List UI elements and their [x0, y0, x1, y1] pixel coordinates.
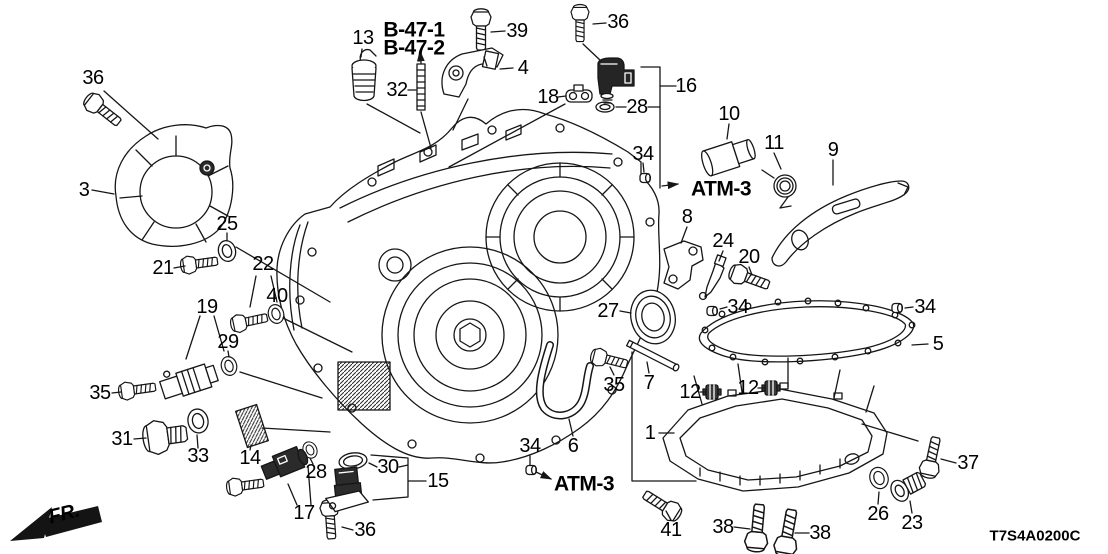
strainer-art	[235, 403, 269, 449]
part-callout-13[interactable]: 13	[352, 27, 374, 49]
diagram-code: T7S4A0200C	[989, 527, 1081, 545]
part-callout-3[interactable]: 3	[78, 179, 90, 201]
part-callout-17[interactable]: 17	[293, 502, 315, 524]
fr-direction-arrow	[10, 506, 102, 541]
detent-arm-art	[698, 254, 727, 301]
breather-cap-art	[351, 48, 377, 102]
part-callout-37[interactable]: 37	[957, 452, 979, 474]
part-callout-34[interactable]: 34	[727, 296, 749, 318]
ref-b47-1[interactable]: B-47-1	[383, 18, 445, 42]
ref-atm-3[interactable]: ATM-3	[690, 177, 752, 201]
part-callout-21[interactable]: 21	[152, 257, 174, 279]
part-callout-1[interactable]: 1	[644, 422, 656, 444]
part-callout-35[interactable]: 35	[89, 382, 111, 404]
part-callout-19[interactable]: 19	[196, 296, 218, 318]
leader-lines	[91, 22, 957, 534]
gasket-art	[698, 297, 916, 366]
pipe-hook-art	[535, 341, 594, 420]
end-cover-art	[114, 124, 234, 247]
bracket-art	[441, 47, 504, 98]
part-callout-14[interactable]: 14	[239, 447, 261, 469]
part-callout-15[interactable]: 15	[427, 470, 449, 492]
part-callout-36[interactable]: 36	[82, 67, 104, 89]
part-callout-6[interactable]: 6	[567, 435, 579, 457]
part-callout-5[interactable]: 5	[932, 333, 944, 355]
oil-seal-art	[630, 289, 676, 345]
part-callout-25[interactable]: 25	[216, 213, 238, 235]
part-callout-11[interactable]: 11	[764, 132, 784, 154]
part-callout-20[interactable]: 20	[738, 246, 760, 268]
part-callout-7[interactable]: 7	[643, 372, 655, 394]
part-callout-36[interactable]: 36	[607, 11, 629, 33]
part-callout-24[interactable]: 24	[712, 230, 734, 252]
part-callout-38[interactable]: 38	[809, 522, 831, 544]
part-callout-32[interactable]: 32	[386, 79, 408, 101]
part-callout-4[interactable]: 4	[517, 57, 529, 79]
detent-bracket-art	[663, 240, 704, 290]
part-callout-34[interactable]: 34	[519, 435, 541, 457]
part-callout-16[interactable]: 16	[675, 75, 697, 97]
spring-art	[761, 169, 797, 209]
part-callout-26[interactable]: 26	[867, 503, 889, 525]
part-callout-34[interactable]: 34	[632, 143, 654, 165]
part-callout-41[interactable]: 41	[660, 519, 682, 541]
solenoid-art	[325, 466, 370, 513]
part-callout-10[interactable]: 10	[718, 103, 740, 125]
part-callout-18[interactable]: 18	[537, 86, 559, 108]
part-callout-9[interactable]: 9	[827, 139, 839, 161]
part-callout-34[interactable]: 34	[914, 296, 936, 318]
stud-bolt-art	[416, 63, 426, 111]
part-callout-30[interactable]: 30	[377, 456, 399, 478]
part-callout-22[interactable]: 22	[252, 253, 274, 275]
ref-atm-3[interactable]: ATM-3	[553, 472, 615, 496]
position-sensor-art	[159, 363, 219, 400]
joint-pipe-art	[700, 138, 756, 177]
part-callout-12[interactable]: 12	[679, 381, 701, 403]
part-callout-28[interactable]: 28	[626, 96, 648, 118]
lever-arm-art	[771, 180, 910, 267]
part-callout-36[interactable]: 36	[354, 519, 376, 541]
part-callout-35[interactable]: 35	[603, 374, 625, 396]
transmission-case-art	[276, 108, 661, 464]
part-callout-28[interactable]: 28	[305, 461, 327, 483]
drain-plug-art	[142, 420, 189, 456]
crank-sensor-art	[260, 445, 309, 480]
harness-clamp-art	[565, 84, 593, 103]
part-callout-38[interactable]: 38	[712, 516, 734, 538]
part-callout-29[interactable]: 29	[217, 331, 239, 353]
speed-sensor-art	[597, 57, 635, 104]
part-callout-8[interactable]: 8	[681, 206, 693, 228]
part-callout-12[interactable]: 12	[737, 377, 759, 399]
part-callout-40[interactable]: 40	[266, 285, 288, 307]
shaft-art	[625, 339, 680, 372]
part-callout-23[interactable]: 23	[901, 512, 923, 534]
oil-pan-art	[662, 357, 888, 492]
sealing-bolt-art	[890, 471, 927, 502]
part-callout-33[interactable]: 33	[187, 445, 209, 467]
part-callout-31[interactable]: 31	[111, 428, 133, 450]
part-callout-39[interactable]: 39	[506, 20, 528, 42]
ref-b47-2[interactable]: B-47-2	[383, 36, 445, 60]
part-callout-27[interactable]: 27	[597, 300, 619, 322]
